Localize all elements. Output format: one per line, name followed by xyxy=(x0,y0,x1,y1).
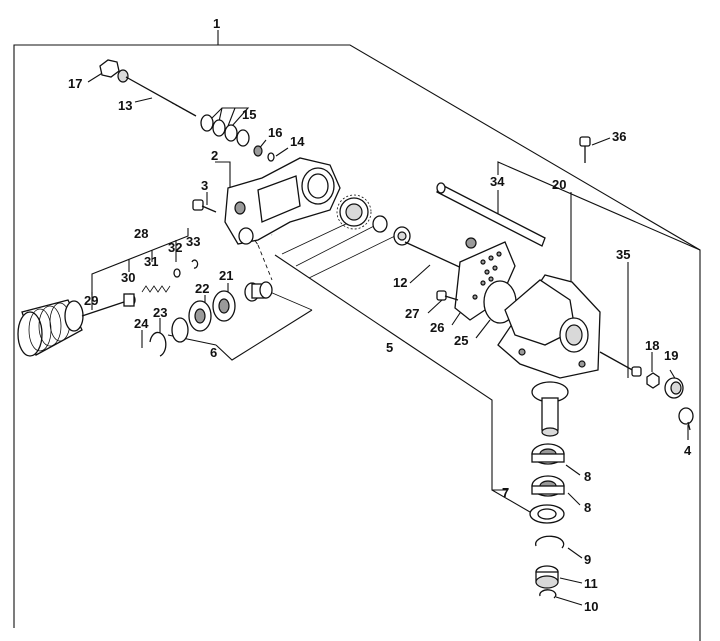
part-pinion-11 xyxy=(535,565,559,589)
callout-22: 22 xyxy=(195,281,209,296)
callout-27: 27 xyxy=(405,306,419,321)
part-nut-17 xyxy=(99,59,129,83)
part-screw-36 xyxy=(579,136,591,163)
callout-9: 9 xyxy=(584,552,591,567)
callout-35: 35 xyxy=(616,247,630,262)
part-clip-33 xyxy=(191,259,199,269)
part-washers-15 xyxy=(200,114,250,147)
part-bolt-13 xyxy=(125,76,197,117)
part-washer-7 xyxy=(529,504,565,524)
callout-16: 16 xyxy=(268,125,282,140)
callout-1: 1 xyxy=(213,16,220,31)
part-gear-housing-2 xyxy=(224,157,341,245)
part-bearing-21 xyxy=(212,290,236,322)
callout-17: 17 xyxy=(68,76,82,91)
callout-23: 23 xyxy=(153,305,167,320)
callout-26: 26 xyxy=(430,320,444,335)
part-pinion-shaft xyxy=(244,281,273,302)
part-bushing-30 xyxy=(123,293,136,307)
callout-labels: 1 2 3 4 5 6 7 8 8 9 10 11 12 13 14 15 16… xyxy=(68,16,692,614)
part-gearbox-20 xyxy=(497,274,601,379)
callout-18: 18 xyxy=(645,338,659,353)
callout-21: 21 xyxy=(219,268,233,283)
callout-11: 11 xyxy=(584,576,598,591)
part-ring-14 xyxy=(267,152,275,162)
part-washer-16 xyxy=(253,145,263,157)
callout-28: 28 xyxy=(134,226,148,241)
part-screw-27 xyxy=(436,290,459,301)
callout-36: 36 xyxy=(612,129,626,144)
part-circlip-9 xyxy=(535,535,565,549)
callout-30: 30 xyxy=(121,270,135,285)
part-clip-10 xyxy=(539,589,557,599)
part-washer-23 xyxy=(171,317,189,343)
part-spring-housing-29 xyxy=(17,299,125,357)
part-output-gear xyxy=(531,381,569,437)
part-screw-35 xyxy=(599,351,642,377)
callout-15: 15 xyxy=(242,107,256,122)
callout-13: 13 xyxy=(118,98,132,113)
callout-25: 25 xyxy=(454,333,468,348)
callout-32: 32 xyxy=(168,240,182,255)
callout-4: 4 xyxy=(684,443,692,458)
callout-24: 24 xyxy=(134,316,149,331)
callout-7: 7 xyxy=(502,485,509,500)
part-bearings-8 xyxy=(531,443,565,497)
callout-14: 14 xyxy=(290,134,305,149)
callout-8-upper: 8 xyxy=(584,469,591,484)
callout-10: 10 xyxy=(584,599,598,614)
callout-34: 34 xyxy=(490,174,505,189)
part-sleeve xyxy=(372,215,411,246)
callout-5: 5 xyxy=(386,340,393,355)
part-nut-18 xyxy=(646,372,660,389)
part-spring-31 xyxy=(141,285,171,293)
callout-29: 29 xyxy=(84,293,98,308)
callout-31: 31 xyxy=(144,254,158,269)
callout-33: 33 xyxy=(186,234,200,249)
part-screw-3 xyxy=(192,199,217,213)
part-rod-34 xyxy=(436,182,546,247)
part-plug-19 xyxy=(664,377,684,399)
part-circlip-24 xyxy=(149,331,167,357)
part-bracket-26 xyxy=(454,237,516,321)
callout-3: 3 xyxy=(201,178,208,193)
callout-12: 12 xyxy=(393,275,407,290)
callout-20: 20 xyxy=(552,177,566,192)
callout-6: 6 xyxy=(210,345,217,360)
part-ring-32 xyxy=(173,268,181,278)
part-bevel-gear xyxy=(336,194,372,230)
part-screw-4 xyxy=(678,407,694,431)
callout-8-lower: 8 xyxy=(584,500,591,515)
part-bearing-22 xyxy=(188,300,212,332)
callout-19: 19 xyxy=(664,348,678,363)
callout-2: 2 xyxy=(211,148,218,163)
